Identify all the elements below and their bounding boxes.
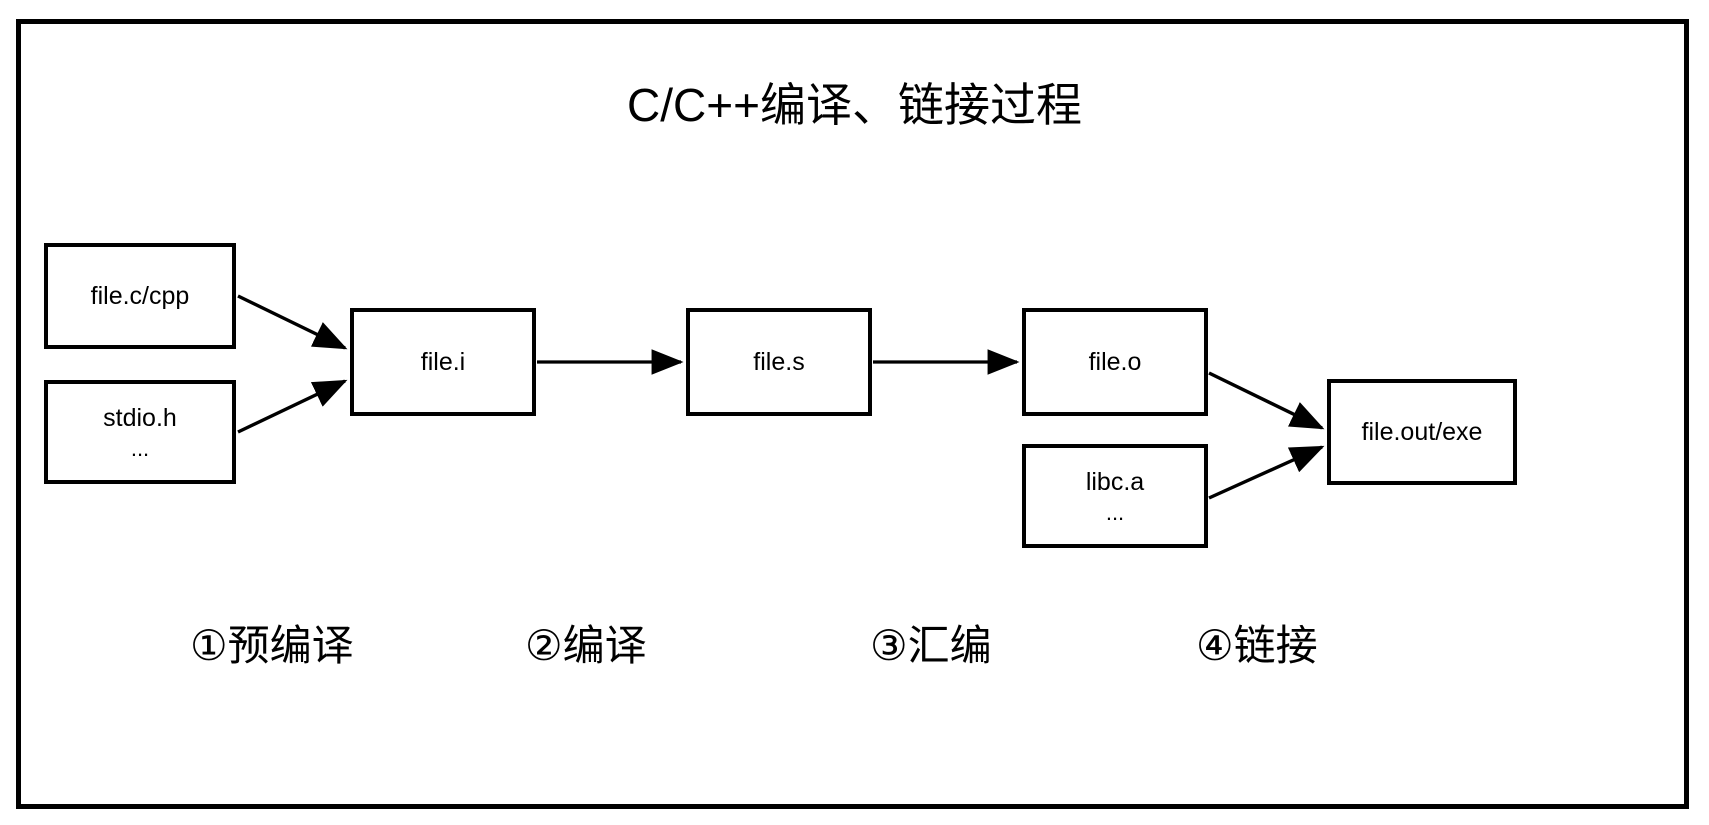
node-header-files[interactable]: stdio.h ... [44,380,236,484]
node-header-files-label-2: ... [130,436,150,461]
node-executable-file[interactable]: file.out/exe [1327,379,1517,485]
node-library-file-label-2: ... [1105,500,1125,525]
stage-label-link: ④链接 [1196,622,1318,669]
stage-label-preprocess: ①预编译 [190,622,354,669]
node-preprocessed-file[interactable]: file.i [350,308,536,416]
node-object-file[interactable]: file.o [1022,308,1208,416]
node-header-files-label: stdio.h [103,404,177,432]
node-source-file[interactable]: file.c/cpp [44,243,236,349]
stage-label-compile: ②编译 [525,622,647,669]
node-object-file-label: file.o [1088,348,1142,376]
node-source-file-label: file.c/cpp [90,282,190,310]
stage-label-assemble: ③汇编 [870,622,992,669]
node-assembly-file[interactable]: file.s [686,308,872,416]
node-executable-file-label: file.out/exe [1361,418,1483,446]
diagram-title: C/C++编译、链接过程 [627,79,1082,131]
node-library-file[interactable]: libc.a ... [1022,444,1208,548]
node-assembly-file-label: file.s [753,348,805,376]
node-library-file-label: libc.a [1085,468,1145,496]
node-preprocessed-file-label: file.i [420,348,466,376]
